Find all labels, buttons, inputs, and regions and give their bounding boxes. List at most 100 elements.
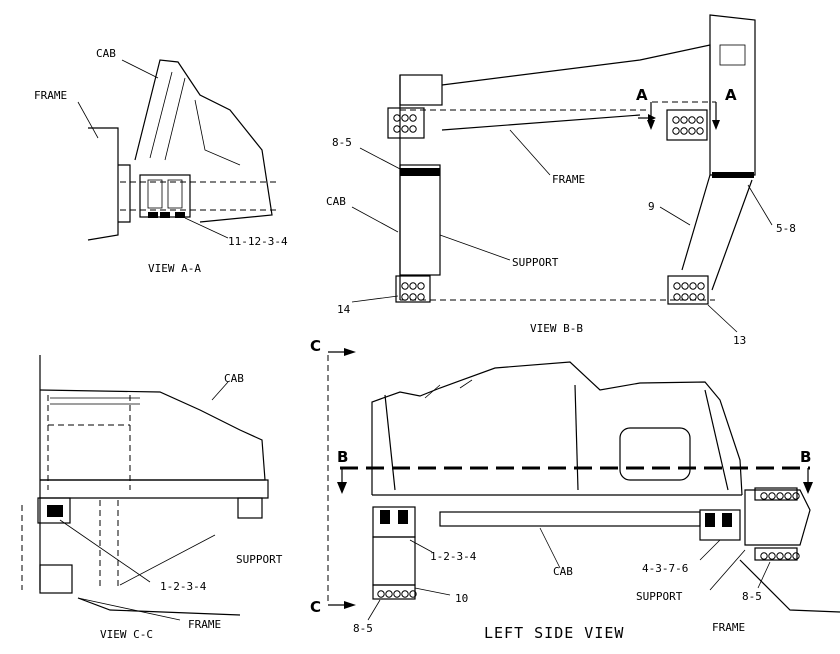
lsv-leader-10	[414, 587, 451, 596]
bolt-pad-bb-top-left-hole	[409, 125, 417, 133]
lsv-section-c-top: C	[310, 337, 321, 355]
lsv-frame-curve	[739, 559, 840, 613]
view-a-a-callout-leader	[184, 217, 229, 239]
view-b-b-pad-top-left	[387, 107, 425, 139]
view-c-c-right-mount	[237, 497, 263, 519]
bolt-pad-lsv-right-bottom-hole	[784, 552, 792, 560]
view-b-b-frame-lower	[441, 114, 641, 131]
bolt-pad-lsv-right-top-hole	[784, 492, 792, 500]
view-b-b-leader-13	[707, 304, 738, 333]
view-a-a-title: VIEW A-A	[148, 262, 201, 275]
view-b-b-frame-slot	[719, 44, 746, 66]
lsv-cab-label: CAB	[553, 565, 573, 578]
view-c-c-leader-cab	[211, 381, 229, 401]
view-c-c-left-mount	[37, 497, 71, 524]
view-b-b-leader-14	[351, 295, 399, 303]
lsv-cab-rail	[439, 511, 701, 527]
bolt-pad-lsv-left-hole	[377, 590, 385, 598]
bolt-pad-bb-top-right-hole	[672, 127, 680, 135]
view-c-c-hidden-frame	[47, 395, 131, 490]
lsv-section-b-right: B	[800, 448, 811, 466]
lsv-left-pad	[372, 584, 416, 600]
bolt-pad-bb-top-right-hole	[680, 116, 688, 124]
bolt-pad-lsv-right-bottom-hole	[760, 552, 768, 560]
view-b-b-top-cap	[399, 74, 443, 106]
view-b-b-leader-frame	[509, 129, 551, 176]
lsv-cab-pillars	[384, 389, 729, 491]
view-b-b-support-label: SUPPORT	[512, 256, 559, 269]
view-a-a-bolt-right	[167, 179, 183, 209]
bolt-pad-lsv-right-top-hole	[792, 492, 800, 500]
view-c-c-leader-frame	[77, 597, 181, 621]
lsv-frame-label: FRAME	[712, 621, 745, 634]
bolt-pad-bb-bottom-right-hole	[697, 282, 705, 290]
bolt-pad-bb-bottom-right-hole	[673, 282, 681, 290]
view-c-c-cab-outline	[39, 389, 266, 481]
view-b-b-frame-bolts	[712, 172, 754, 178]
view-b-b-cab-label: CAB	[326, 195, 346, 208]
view-b-b-leader-support	[439, 234, 511, 261]
lsv-leader-support	[709, 549, 746, 591]
view-b-b: A A 8-5 CAB FRAME SUPPORT 9 5-8 14 13 VI…	[326, 14, 796, 347]
lsv-left-mount-block	[372, 506, 416, 538]
bolt-pad-lsv-left-hole	[401, 590, 409, 598]
bolt-pad-groups	[377, 114, 800, 598]
bolt-pad-lsv-left-hole	[393, 590, 401, 598]
lsv-callout-4-3-7-6: 4-3-7-6	[642, 562, 688, 575]
lsv-section-b-left: B	[337, 448, 348, 466]
bolt-pad-lsv-right-bottom-hole	[768, 552, 776, 560]
view-b-b-support-cap	[400, 168, 440, 176]
left-side-view: C C B B 1-2-3-4 CAB 10 8-5 4-3-7-6 SUPPO…	[310, 337, 840, 642]
view-a-a-cab-outline	[134, 59, 273, 223]
view-a-a-hidden-lines	[120, 181, 280, 211]
view-a-a-nut-1	[148, 212, 158, 218]
view-b-b-leader-9	[659, 206, 691, 226]
view-b-b-pad-bottom-left	[395, 275, 431, 303]
view-b-b-callout-13: 13	[733, 334, 746, 347]
view-b-b-section-letter-right: A	[725, 86, 737, 104]
lsv-support-label: SUPPORT	[636, 590, 683, 603]
view-b-b-frame-end	[709, 14, 756, 176]
view-b-b-pad-bottom-right	[667, 275, 709, 305]
bolt-pad-bb-bottom-right-hole	[689, 293, 697, 301]
bolt-pad-bb-top-left-hole	[409, 114, 417, 122]
view-b-b-support-column	[399, 164, 441, 276]
bolt-pad-bb-top-right-hole	[688, 116, 696, 124]
bolt-pad-bb-bottom-left-hole	[401, 293, 409, 301]
lsv-left-bolt-2	[398, 510, 408, 524]
lsv-section-b-arrow-right	[803, 482, 813, 494]
bolt-pad-lsv-right-bottom-hole	[776, 552, 784, 560]
view-a-a-cab-post	[149, 71, 186, 161]
view-a-a-bracket	[118, 164, 131, 223]
view-b-b-title: VIEW B-B	[530, 322, 583, 335]
bolt-pad-lsv-left-hole	[385, 590, 393, 598]
lsv-right-bottom-pad	[754, 547, 798, 561]
bolt-pad-bb-bottom-right-hole	[681, 282, 689, 290]
view-c-c-support-label: SUPPORT	[236, 553, 283, 566]
lsv-section-c-arrow-bottom	[344, 601, 356, 609]
bolt-pad-bb-bottom-left-hole	[401, 282, 409, 290]
bolt-pad-bb-bottom-right-hole	[673, 293, 681, 301]
bolt-pad-bb-bottom-left-hole	[417, 293, 425, 301]
lsv-section-c-stems	[328, 351, 348, 606]
view-c-c-leader-callout	[59, 519, 151, 583]
view-a-a-cab-label: CAB	[96, 47, 116, 60]
view-b-b-leader-cab	[351, 206, 399, 233]
bolt-pad-bb-bottom-right-hole	[689, 282, 697, 290]
view-c-c-title: VIEW C-C	[100, 628, 153, 641]
view-b-b-hidden-lines	[400, 109, 715, 301]
lsv-callout-1-2-3-4: 1-2-3-4	[430, 550, 477, 563]
view-b-b-frame-label: FRAME	[552, 173, 585, 186]
view-b-b-section-arrow-right	[712, 120, 720, 130]
lsv-leader-cab	[539, 527, 561, 569]
view-a-a-frame-label: FRAME	[34, 89, 67, 102]
view-c-c-frame-bottom	[77, 597, 241, 616]
bolt-pad-lsv-right-bottom-hole	[792, 552, 800, 560]
bolt-pad-lsv-left-hole	[409, 590, 417, 598]
lsv-section-c-bottom: C	[310, 598, 321, 616]
view-c-c-frame-block	[39, 564, 73, 594]
lsv-door-edge	[574, 384, 579, 491]
lsv-leader-1-2-3-4	[409, 539, 433, 553]
view-a-a: CAB FRAME 11-12-3-4 VIEW A-A	[34, 47, 288, 275]
